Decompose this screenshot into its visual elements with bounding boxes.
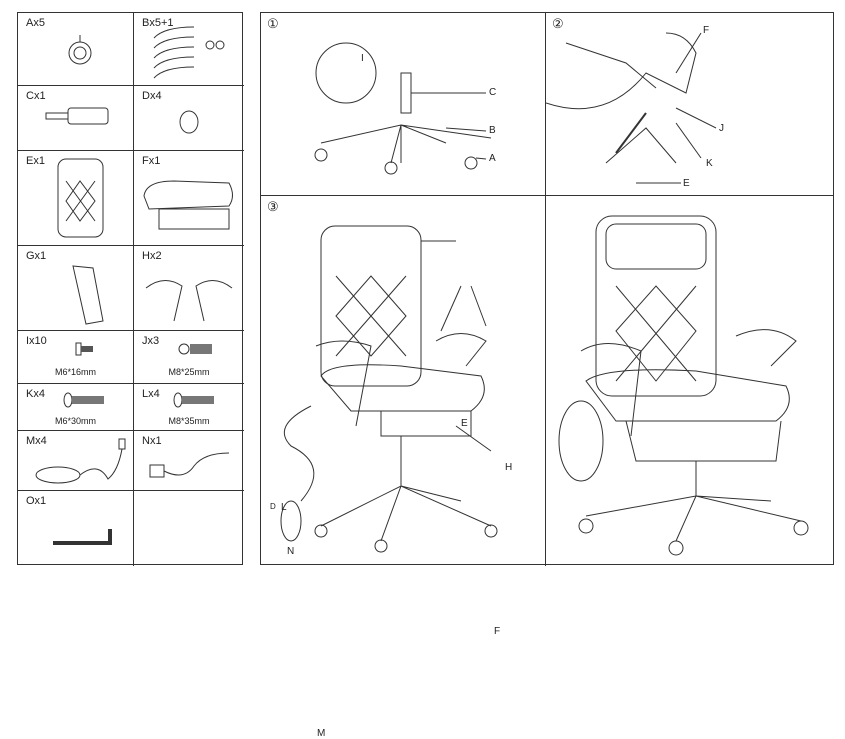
power-adapter-icon [149,452,230,478]
callout-e: E [461,418,468,429]
part-label: Mx4 [26,435,47,447]
part-b: Bx5+1 [134,13,244,86]
backrest-icon [57,158,104,238]
base-legs-icon [153,26,225,79]
part-spec: M8*35mm [168,416,210,426]
callout-f: F [703,25,710,36]
part-m: Mx4 [18,431,134,491]
assembly-steps: ① I C B A ② F J K E ③ E H D [260,12,834,739]
part-label: Ex1 [26,155,45,167]
backrest-mount-illustration [546,32,717,184]
part-label: Lx4 [142,388,160,400]
bolt-icon [75,342,93,356]
seat-icon [143,180,233,230]
part-a: Ax5 [18,13,134,86]
part-label: Fx1 [142,155,161,167]
callout-e: E [683,178,690,189]
part-f: Fx1 [134,151,244,246]
part-spec: M6*30mm [54,416,96,426]
callout-a: A [489,153,496,164]
callout-f: F [494,626,501,637]
assembled-chair-illustration [558,215,809,556]
callout-i: I [361,53,364,64]
step-number: ① [267,16,279,31]
callout-j: J [719,123,724,134]
long-bolt-icon [63,392,104,408]
part-label: Jx3 [142,335,160,347]
remote-control-icon [35,438,126,484]
hex-key-icon [53,529,112,545]
mounting-plate-icon [72,265,104,325]
armrests-icon [145,280,233,322]
final-chair-panel [546,196,834,566]
part-label: Kx4 [26,388,45,400]
step-number: ③ [267,199,279,214]
chair-assembly-illustration [280,225,498,553]
part-label: Dx4 [142,90,162,102]
part-label: Ax5 [26,17,45,29]
part-e: Ex1 [18,151,134,246]
base-assembly-illustration [314,42,492,175]
part-g: Gx1 [18,246,134,331]
long-bolt-icon [173,392,214,408]
bolt-washer-icon [178,343,212,355]
part-c: Cx1 [18,86,134,151]
part-h: Hx2 [134,246,244,331]
callout-h: H [505,462,513,473]
callout-c: C [489,87,497,98]
callout-d: D [270,502,276,511]
part-label: Hx2 [142,250,162,262]
part-label: Nx1 [142,435,162,447]
part-n: Nx1 [134,431,244,491]
step-3-panel: ③ E H D L N F M [261,196,546,739]
step-1-panel: ① I C B A [261,13,546,196]
cap-icon [179,110,199,134]
part-spec: M6*16mm [54,367,96,377]
callout-l: L [281,502,287,513]
part-label: Cx1 [26,90,46,102]
part-label: Bx5+1 [142,17,174,29]
caster-wheel-icon [68,35,92,65]
step-number: ② [552,16,564,31]
callout-m: M [317,728,326,739]
part-label: Ix10 [26,335,47,347]
part-d: Dx4 [134,86,244,151]
callout-k: K [706,158,713,169]
callout-b: B [489,125,496,136]
part-spec: M8*25mm [168,367,210,377]
gas-lift-icon [45,107,109,125]
step-2-panel: ② F J K E [546,13,834,196]
part-o: Ox1 [18,491,134,566]
part-label: Ox1 [26,495,47,507]
part-empty [134,491,244,566]
part-label: Gx1 [26,250,47,262]
callout-n: N [287,546,295,557]
